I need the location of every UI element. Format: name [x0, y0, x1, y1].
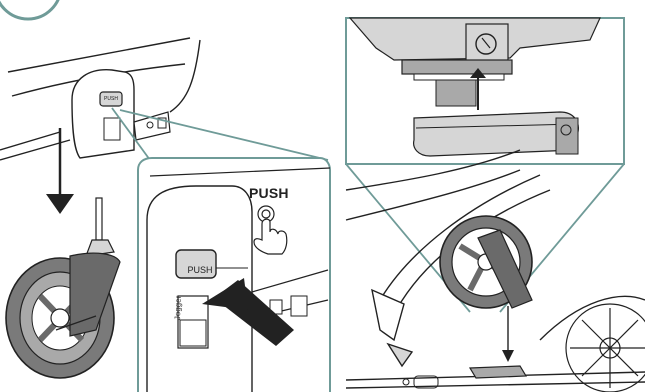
push-small-label: PUSH — [103, 94, 119, 103]
caster-wheel — [6, 198, 120, 378]
rear-wheel-right — [566, 304, 645, 392]
down-arrow-icon — [46, 128, 74, 214]
push-button-label: PUSH — [182, 261, 218, 279]
wheel-housing — [72, 70, 170, 158]
socket-small — [104, 118, 120, 140]
detail-frame-left — [138, 158, 330, 392]
push-heading: PUSH — [249, 185, 289, 201]
jogger-label: Jogger — [173, 296, 183, 321]
down-arrow-small-icon — [502, 350, 514, 362]
large-wheel-right — [403, 216, 532, 388]
step-number-circle — [0, 0, 61, 19]
